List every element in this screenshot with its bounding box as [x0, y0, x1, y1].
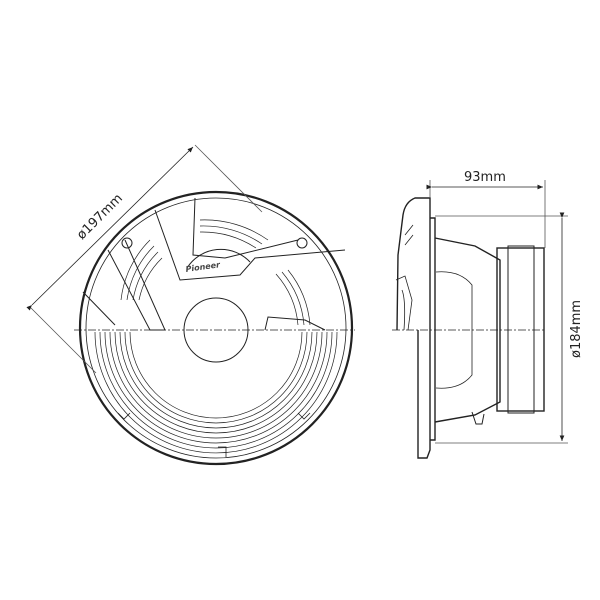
outer-diameter-dimension: [26, 144, 263, 374]
speaker-outer-rim: [78, 190, 354, 466]
mount-tab: [218, 446, 227, 457]
grille-profile: [396, 197, 431, 331]
depth-label: 93mm: [464, 170, 506, 185]
screw-hole-icon: [121, 237, 133, 249]
magnet: [496, 247, 545, 412]
cutout-diameter-label: ø184mm: [569, 300, 584, 358]
flange: [417, 330, 431, 459]
mount-tab: [297, 412, 311, 420]
mount-plate: [430, 217, 436, 441]
basket: [434, 237, 501, 423]
side-view: [392, 197, 545, 459]
grille-detail: [395, 224, 414, 331]
mount-tab: [117, 412, 131, 420]
screw-hole-icon: [296, 237, 308, 249]
cutout-dimension: [435, 212, 568, 444]
magnet-ring: [507, 245, 535, 414]
brand-logo: Pioneer: [185, 260, 222, 274]
terminal: [471, 411, 485, 425]
front-view: [74, 190, 355, 466]
speaker-inner-rim: [85, 197, 347, 459]
depth-dimension: [426, 180, 546, 248]
